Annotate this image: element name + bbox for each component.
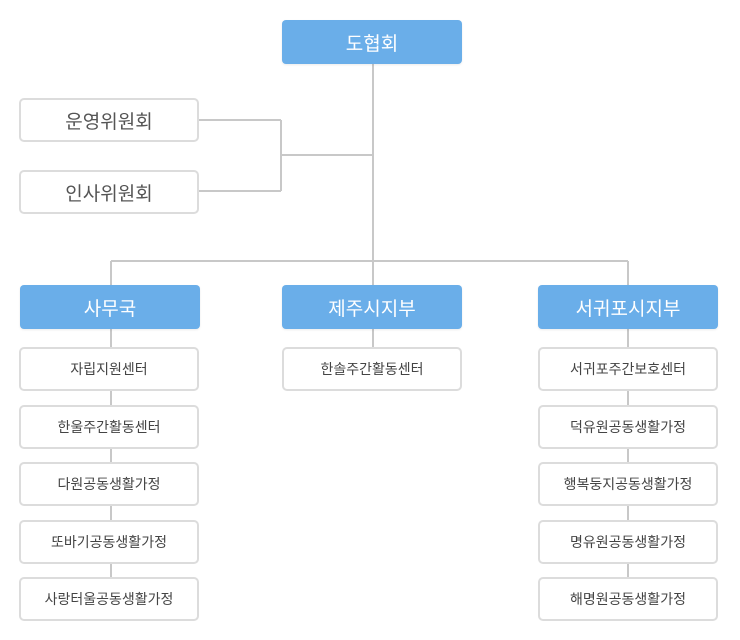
facility-label: 덕유원공동생활가정	[570, 420, 686, 436]
branch-label: 제주시지부	[328, 297, 416, 320]
facility-label: 행복둥지공동생활가정	[563, 477, 693, 493]
facility-box: 해명원공동생활가정	[538, 577, 718, 621]
branch-label: 사무국	[83, 297, 137, 320]
facility-label: 또바기공동생활가정	[51, 535, 167, 551]
committee-label: 인사위원회	[65, 182, 153, 205]
branch-jeju-city: 제주시지부	[282, 285, 462, 329]
root-node: 도협회	[282, 20, 462, 64]
facility-label: 명유원공동생활가정	[570, 535, 686, 551]
committee-personnel: 인사위원회	[19, 170, 199, 214]
facility-label: 한울주간활동센터	[57, 420, 161, 436]
facility-label: 서귀포주간보호센터	[570, 362, 686, 378]
committee-operations: 운영위원회	[19, 98, 199, 142]
branch-label: 서귀포시지부	[575, 297, 681, 320]
branch-seogwipo-city: 서귀포시지부	[538, 285, 718, 329]
facility-label: 자립지원센터	[70, 362, 148, 378]
facility-box: 다원공동생활가정	[19, 462, 199, 506]
facility-box: 한울주간활동센터	[19, 405, 199, 449]
facility-box: 또바기공동생활가정	[19, 520, 199, 564]
facility-box: 명유원공동생활가정	[538, 520, 718, 564]
facility-box: 한솔주간활동센터	[282, 347, 462, 391]
facility-box: 자립지원센터	[19, 347, 199, 391]
branch-secretariat: 사무국	[20, 285, 200, 329]
facility-label: 해명원공동생활가정	[570, 592, 686, 608]
root-label: 도협회	[345, 32, 399, 55]
facility-label: 사랑터울공동생활가정	[44, 592, 174, 608]
committee-label: 운영위원회	[65, 110, 153, 133]
facility-label: 다원공동생활가정	[57, 477, 161, 493]
facility-label: 한솔주간활동센터	[320, 362, 424, 378]
facility-box: 서귀포주간보호센터	[538, 347, 718, 391]
facility-box: 사랑터울공동생활가정	[19, 577, 199, 621]
facility-box: 행복둥지공동생활가정	[538, 462, 718, 506]
facility-box: 덕유원공동생활가정	[538, 405, 718, 449]
